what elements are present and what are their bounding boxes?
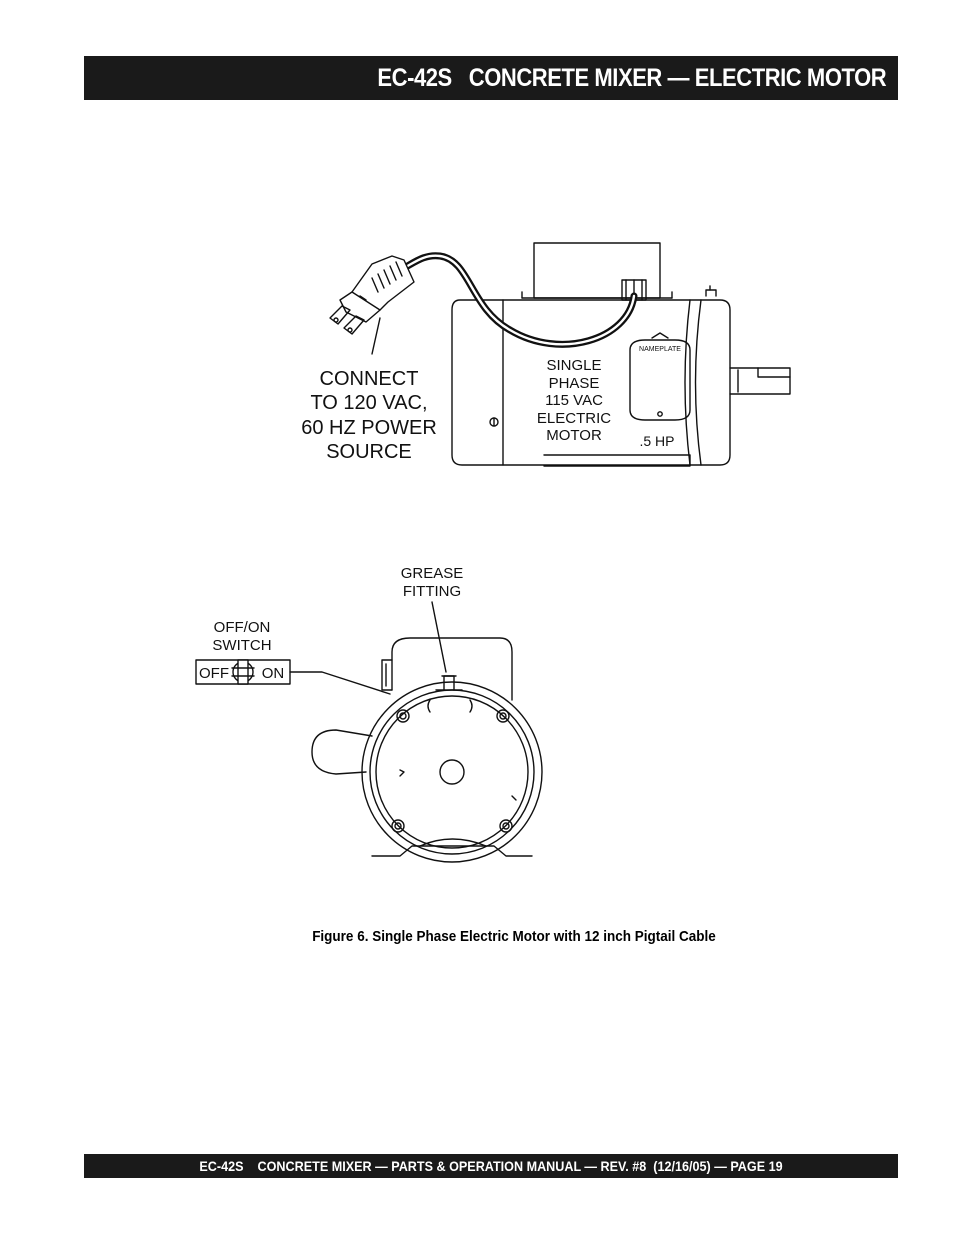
off-on-switch (195, 659, 291, 685)
connect-line-4: SOURCE (326, 441, 412, 463)
switch-off-label: OFF (199, 665, 229, 682)
motor-line-5: MOTOR (546, 427, 602, 444)
motor-end-view (289, 601, 543, 863)
footer-bar: EC-42S CONCRETE MIXER — PARTS & OPERATIO… (84, 1154, 898, 1178)
grease-line-2: FITTING (403, 583, 461, 600)
header-bar: EC-42S CONCRETE MIXER — ELECTRIC MOTOR (84, 56, 898, 100)
connect-line-3: 60 HZ POWER (301, 417, 437, 439)
connect-label: CONNECT TO 120 VAC, 60 HZ POWER SOURCE (301, 368, 437, 463)
power-plug (329, 255, 415, 355)
motor-line-4: ELECTRIC (537, 410, 611, 427)
grease-line-1: GREASE (401, 565, 464, 582)
footer-text: EC-42S CONCRETE MIXER — PARTS & OPERATIO… (199, 1158, 783, 1174)
page-title: EC-42S CONCRETE MIXER — ELECTRIC MOTOR (377, 63, 886, 92)
motor-line-2: PHASE (549, 375, 600, 392)
pigtail-cable (400, 252, 638, 348)
switch-line-1: OFF/ON (214, 619, 271, 636)
motor-side-view (451, 242, 791, 467)
motor-line-3: 115 VAC (545, 392, 603, 409)
motor-line-1: SINGLE (546, 357, 601, 374)
switch-on-label: ON (262, 665, 285, 682)
motor-label: SINGLE PHASE 115 VAC ELECTRIC MOTOR (537, 357, 611, 444)
nameplate-label: NAMEPLATE (639, 346, 681, 353)
hp-label: .5 HP (639, 433, 674, 449)
switch-line-2: SWITCH (212, 637, 271, 654)
figure-caption: Figure 6. Single Phase Electric Motor wi… (312, 928, 716, 945)
connect-line-2: TO 120 VAC, (310, 392, 427, 414)
connect-line-1: CONNECT (320, 368, 419, 390)
